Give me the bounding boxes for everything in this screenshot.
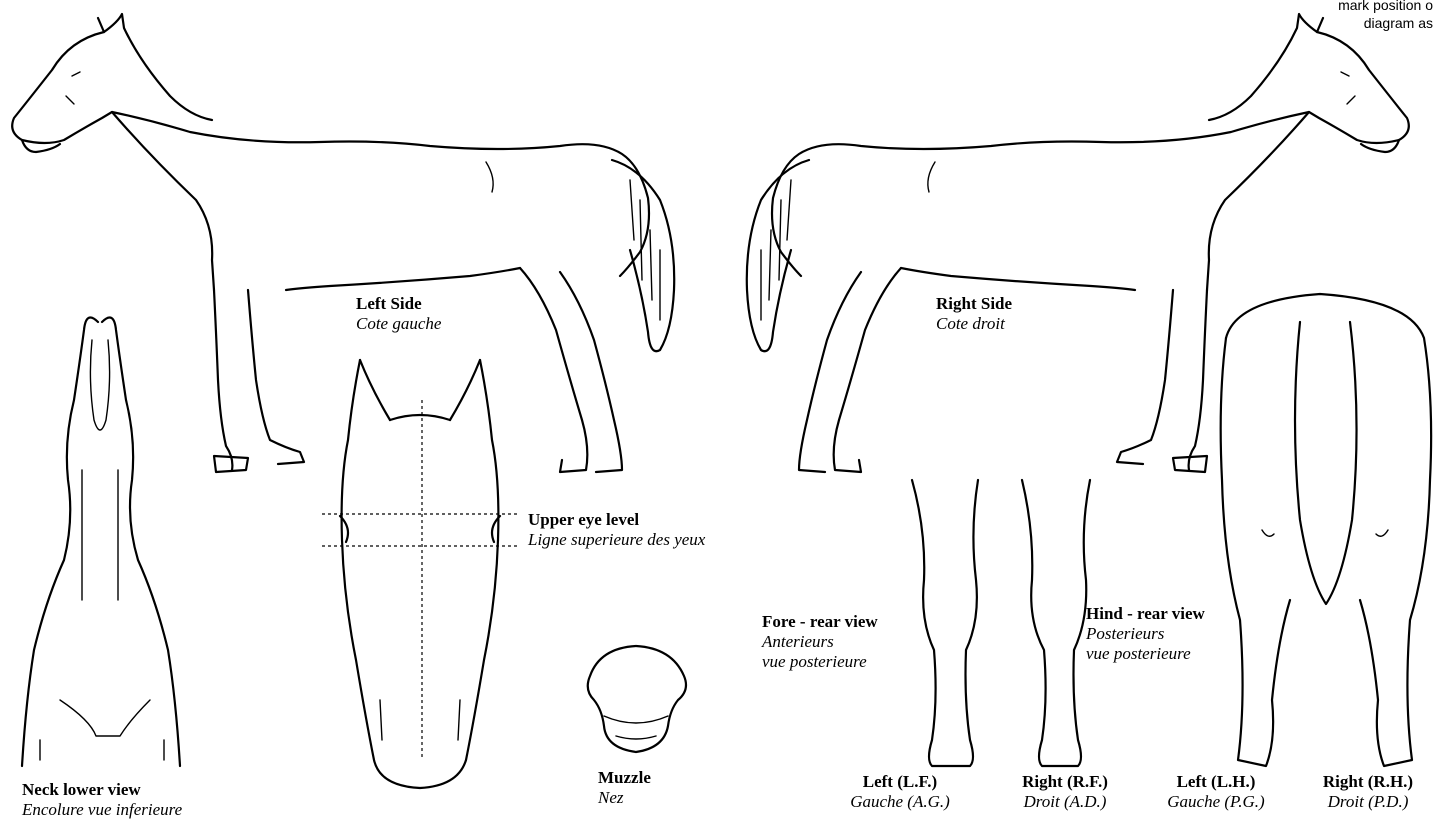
right-fore-subtitle: Droit (A.D.)	[1004, 792, 1126, 812]
upper-eye-level-title: Upper eye level	[528, 510, 705, 530]
left-hind-title: Left (L.H.)	[1148, 772, 1284, 792]
instruction-line-1: mark position o	[1338, 0, 1433, 14]
upper-eye-level-label: Upper eye level Ligne superieure des yeu…	[528, 510, 705, 550]
right-side-subtitle: Cote droit	[936, 314, 1012, 334]
head-front-view-drawing	[322, 360, 520, 788]
muzzle-drawing	[588, 646, 686, 752]
hind-rear-view-subtitle-1: Posterieurs	[1086, 624, 1205, 644]
left-side-title: Left Side	[356, 294, 441, 314]
hind-rear-view-label: Hind - rear view Posterieurs vue posteri…	[1086, 604, 1205, 664]
neck-lower-view-subtitle: Encolure vue inferieure	[22, 800, 182, 820]
neck-lower-view-label: Neck lower view Encolure vue inferieure	[22, 780, 182, 820]
muzzle-label: Muzzle Nez	[598, 768, 651, 808]
fore-rear-view-subtitle-2: vue posterieure	[762, 652, 878, 672]
hind-rear-view-title: Hind - rear view	[1086, 604, 1205, 624]
fore-legs-rear-view-drawing	[912, 480, 1090, 766]
upper-eye-level-subtitle: Ligne superieure des yeux	[528, 530, 705, 550]
muzzle-subtitle: Nez	[598, 788, 651, 808]
left-fore-label: Left (L.F.) Gauche (A.G.)	[834, 772, 966, 812]
right-hind-label: Right (R.H.) Droit (P.D.)	[1306, 772, 1430, 812]
left-side-horse-drawing	[12, 14, 674, 472]
left-hind-label: Left (L.H.) Gauche (P.G.)	[1148, 772, 1284, 812]
left-side-label: Left Side Cote gauche	[356, 294, 441, 334]
fore-rear-view-title: Fore - rear view	[762, 612, 878, 632]
right-side-horse-drawing	[747, 14, 1409, 472]
left-side-subtitle: Cote gauche	[356, 314, 441, 334]
right-fore-label: Right (R.F.) Droit (A.D.)	[1004, 772, 1126, 812]
right-side-title: Right Side	[936, 294, 1012, 314]
right-side-label: Right Side Cote droit	[936, 294, 1012, 334]
neck-lower-view-drawing	[22, 318, 180, 767]
left-hind-subtitle: Gauche (P.G.)	[1148, 792, 1284, 812]
hind-rear-view-drawing	[1221, 294, 1431, 766]
instruction-text: mark position o diagram as	[1338, 0, 1433, 32]
right-fore-title: Right (R.F.)	[1004, 772, 1126, 792]
left-fore-subtitle: Gauche (A.G.)	[834, 792, 966, 812]
muzzle-title: Muzzle	[598, 768, 651, 788]
instruction-line-2: diagram as	[1338, 14, 1433, 32]
fore-rear-view-subtitle-1: Anterieurs	[762, 632, 878, 652]
right-hind-subtitle: Droit (P.D.)	[1306, 792, 1430, 812]
left-fore-title: Left (L.F.)	[834, 772, 966, 792]
neck-lower-view-title: Neck lower view	[22, 780, 182, 800]
right-hind-title: Right (R.H.)	[1306, 772, 1430, 792]
fore-rear-view-label: Fore - rear view Anterieurs vue posterie…	[762, 612, 878, 672]
hind-rear-view-subtitle-2: vue posterieure	[1086, 644, 1205, 664]
